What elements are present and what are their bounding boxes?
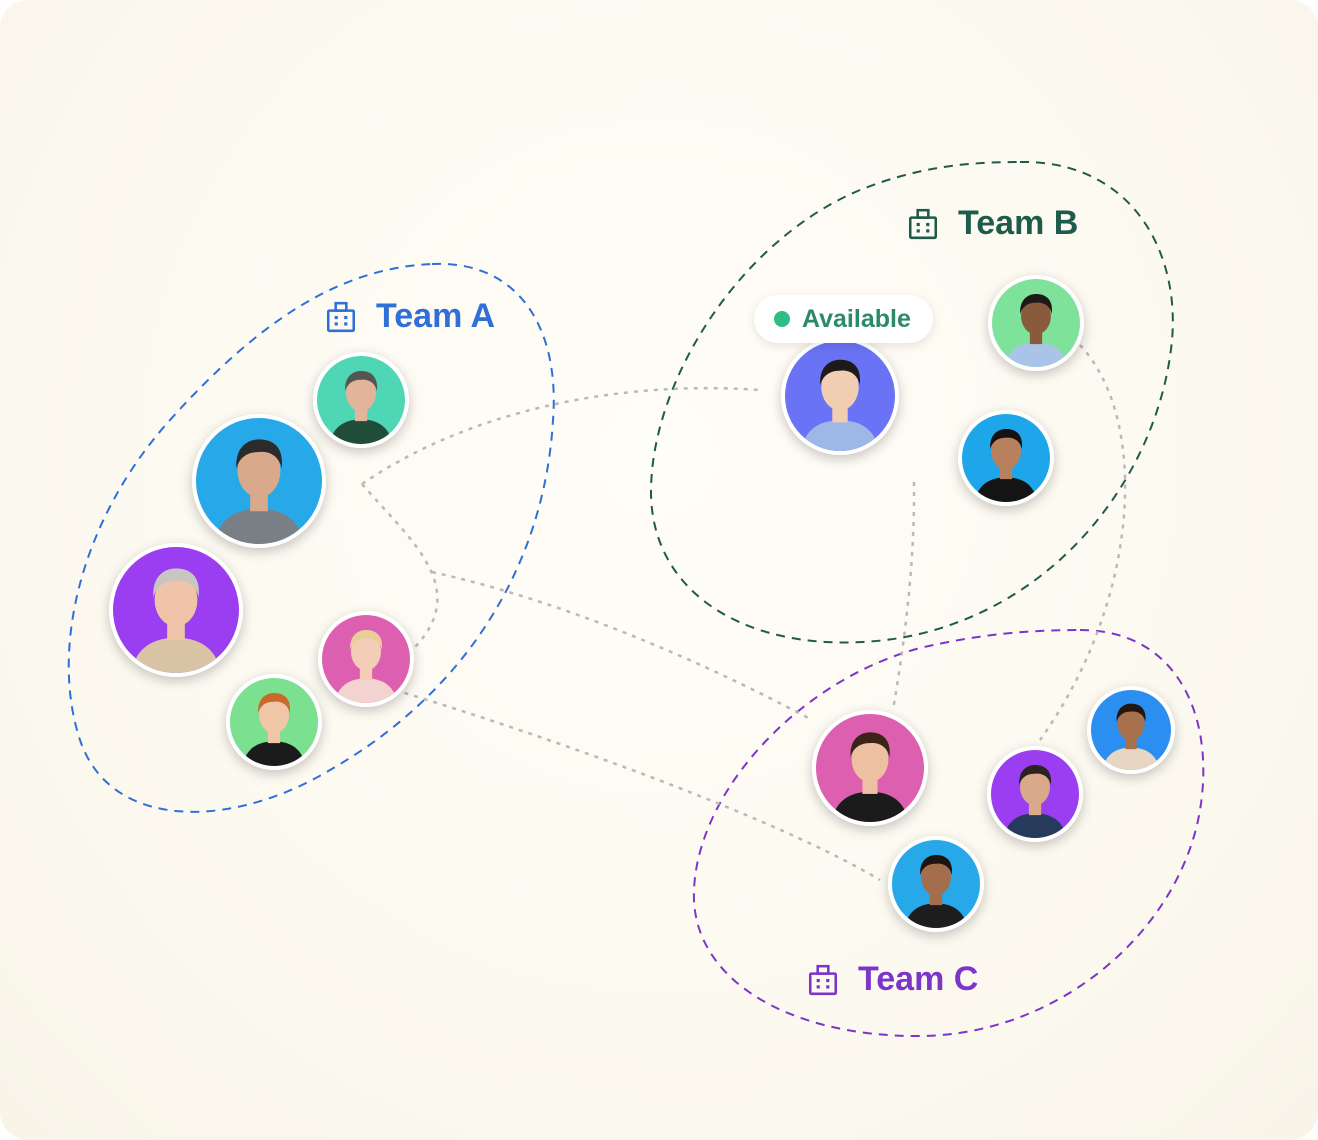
avatar[interactable] [888, 836, 984, 932]
person-portrait-icon [962, 414, 1050, 502]
status-badge-label: Available [802, 304, 911, 333]
building-icon [326, 301, 356, 332]
team-a-name: Team A [376, 297, 496, 335]
person-portrait-icon [892, 840, 980, 928]
avatar[interactable] [109, 543, 243, 677]
person-portrait-icon [113, 547, 239, 673]
building-icon [908, 208, 938, 239]
connector-line [1038, 344, 1127, 741]
connector-line [361, 386, 761, 486]
person-portrait-icon [992, 279, 1080, 367]
avatar[interactable] [987, 746, 1083, 842]
avatar[interactable] [781, 337, 899, 455]
person-portrait-icon [816, 714, 924, 822]
person-portrait-icon [322, 615, 410, 703]
avatar[interactable] [988, 275, 1084, 371]
connector-line [431, 570, 813, 722]
team-b-boundary [649, 160, 1174, 644]
team-a-label: Team A [324, 297, 495, 336]
team-c-name: Team C [858, 960, 979, 998]
person-portrait-icon [1091, 690, 1171, 770]
avatar[interactable] [192, 414, 326, 548]
connector-line [361, 483, 439, 653]
avatar[interactable] [313, 352, 409, 448]
avatar[interactable] [318, 611, 414, 707]
person-portrait-icon [991, 750, 1079, 838]
status-badge: Available [754, 295, 933, 343]
building-icon [808, 964, 838, 995]
avatar[interactable] [958, 410, 1054, 506]
avatar[interactable] [812, 710, 928, 826]
team-c-boundary [692, 628, 1205, 1038]
person-portrait-icon [196, 418, 322, 544]
avatar[interactable] [226, 674, 322, 770]
team-c-label: Team C [806, 960, 978, 999]
connector-line [394, 688, 881, 882]
status-dot-icon [774, 311, 790, 327]
person-portrait-icon [230, 678, 318, 766]
person-portrait-icon [317, 356, 405, 444]
team-b-name: Team B [958, 204, 1079, 242]
connector-line [891, 481, 916, 711]
team-b-label: Team B [906, 204, 1078, 243]
avatar[interactable] [1087, 686, 1175, 774]
person-portrait-icon [785, 341, 895, 451]
